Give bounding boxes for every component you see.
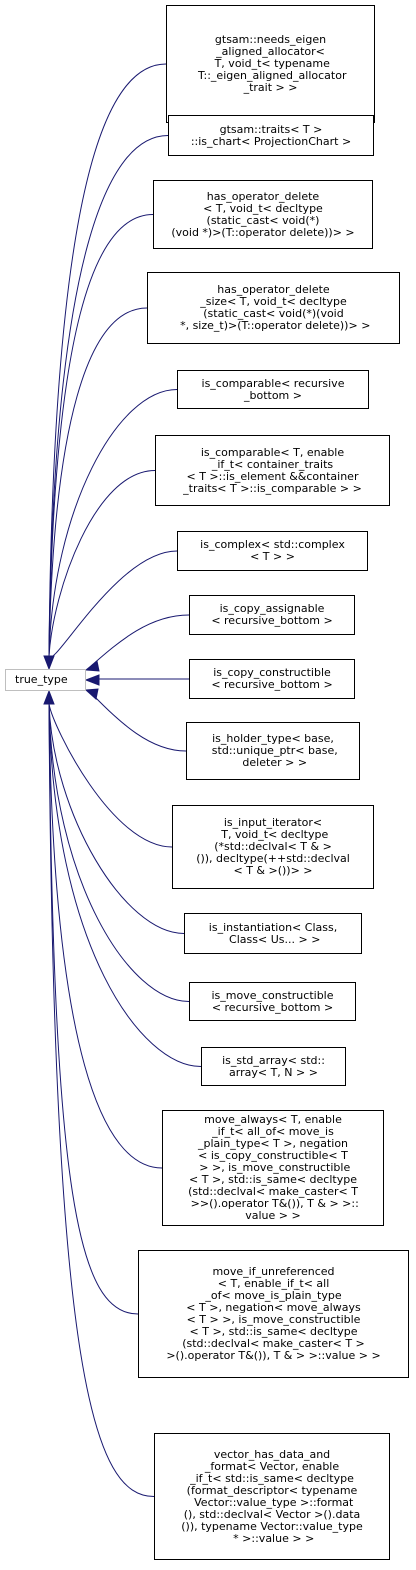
inheritance-edge — [48, 470, 156, 657]
derived-class-label: is_comparable< T, enable _if_t< containe… — [183, 445, 362, 495]
derived-class-node[interactable]: is_instantiation< Class, Class< Us... > … — [184, 913, 362, 954]
derived-class-label: is_instantiation< Class, Class< Us... > … — [208, 920, 338, 946]
derived-class-node[interactable]: move_if_unreferenced < T, enable_if_t< a… — [138, 1250, 409, 1378]
derived-class-label: is_copy_constructible < recursive_bottom… — [211, 666, 333, 691]
derived-class-node[interactable]: is_std_array< std:: array< T, N > > — [201, 1047, 346, 1086]
derived-class-node[interactable]: move_always< T, enable _if_t< all_of< mo… — [162, 1110, 384, 1226]
inheritance-edge — [48, 214, 154, 657]
derived-class-label: gtsam::traits< T > ::is_chart< Projectio… — [190, 122, 352, 148]
derived-class-node[interactable]: is_copy_constructible < recursive_bottom… — [189, 659, 355, 699]
inheritance-edge — [48, 703, 155, 1497]
arrowhead-top — [43, 655, 55, 671]
inheritance-edge — [48, 389, 178, 657]
derived-class-node[interactable]: is_comparable< T, enable _if_t< containe… — [155, 435, 390, 506]
arrowhead-right — [84, 674, 100, 686]
inheritance-edge — [48, 63, 167, 657]
inheritance-edge — [48, 703, 190, 1002]
inheritance-edge — [91, 693, 187, 752]
derived-class-node[interactable]: is_input_iterator< T, void_t< decltype (… — [172, 805, 374, 889]
derived-class-label: vector_has_data_and _format< Vector, ena… — [181, 1447, 363, 1545]
base-class-node[interactable]: true_type — [5, 669, 86, 691]
derived-class-label: has_operator_delete < T, void_t< decltyp… — [171, 189, 355, 239]
derived-class-label: is_holder_type< base, std::unique_ptr< b… — [211, 732, 338, 769]
inheritance-edge — [48, 135, 169, 657]
derived-class-label: is_std_array< std:: array< T, N > > — [222, 1053, 325, 1079]
inheritance-edge — [48, 703, 202, 1067]
inheritance-edge — [48, 307, 148, 657]
derived-class-node[interactable]: gtsam::needs_eigen _aligned_allocator< T… — [166, 5, 375, 123]
inheritance-edge — [48, 703, 173, 848]
derived-class-node[interactable]: has_operator_delete _size< T, void_t< de… — [147, 272, 400, 344]
derived-class-node[interactable]: is_holder_type< base, std::unique_ptr< b… — [186, 722, 360, 780]
base-class-label: true_type — [15, 673, 68, 686]
arrowhead-bottom — [43, 689, 55, 705]
derived-class-label: has_operator_delete _size< T, void_t< de… — [180, 283, 371, 332]
derived-class-node[interactable]: gtsam::traits< T > ::is_chart< Projectio… — [168, 115, 374, 156]
derived-class-label: move_if_unreferenced < T, enable_if_t< a… — [166, 1265, 381, 1362]
derived-class-label: move_always< T, enable _if_t< all_of< mo… — [188, 1113, 359, 1222]
derived-class-label: is_input_iterator< T, void_t< decltype (… — [196, 816, 350, 877]
derived-class-label: gtsam::needs_eigen _aligned_allocator< T… — [198, 33, 347, 94]
derived-class-node[interactable]: is_complex< std::complex < T > > — [177, 531, 368, 571]
inheritance-edge — [48, 703, 139, 1315]
derived-class-label: is_move_constructible < recursive_bottom… — [211, 988, 334, 1014]
derived-class-node[interactable]: vector_has_data_and _format< Vector, ena… — [154, 1433, 390, 1560]
derived-class-node[interactable]: is_copy_assignable < recursive_bottom > — [189, 595, 355, 635]
inheritance-edge — [90, 614, 190, 667]
arrowhead-upper-right — [84, 660, 100, 672]
derived-class-node[interactable]: is_move_constructible < recursive_bottom… — [189, 982, 356, 1021]
inheritance-edge — [48, 703, 163, 1169]
inheritance-edge — [48, 703, 185, 934]
derived-class-node[interactable]: is_comparable< recursive _bottom > — [177, 370, 369, 409]
derived-class-label: is_copy_assignable < recursive_bottom > — [211, 602, 333, 627]
derived-class-label: is_comparable< recursive _bottom > — [201, 376, 345, 402]
arrowhead-lower-right — [84, 688, 99, 700]
derived-class-node[interactable]: has_operator_delete < T, void_t< decltyp… — [153, 180, 373, 249]
derived-class-label: is_complex< std::complex < T > > — [200, 538, 345, 563]
inheritance-edge — [48, 550, 178, 658]
